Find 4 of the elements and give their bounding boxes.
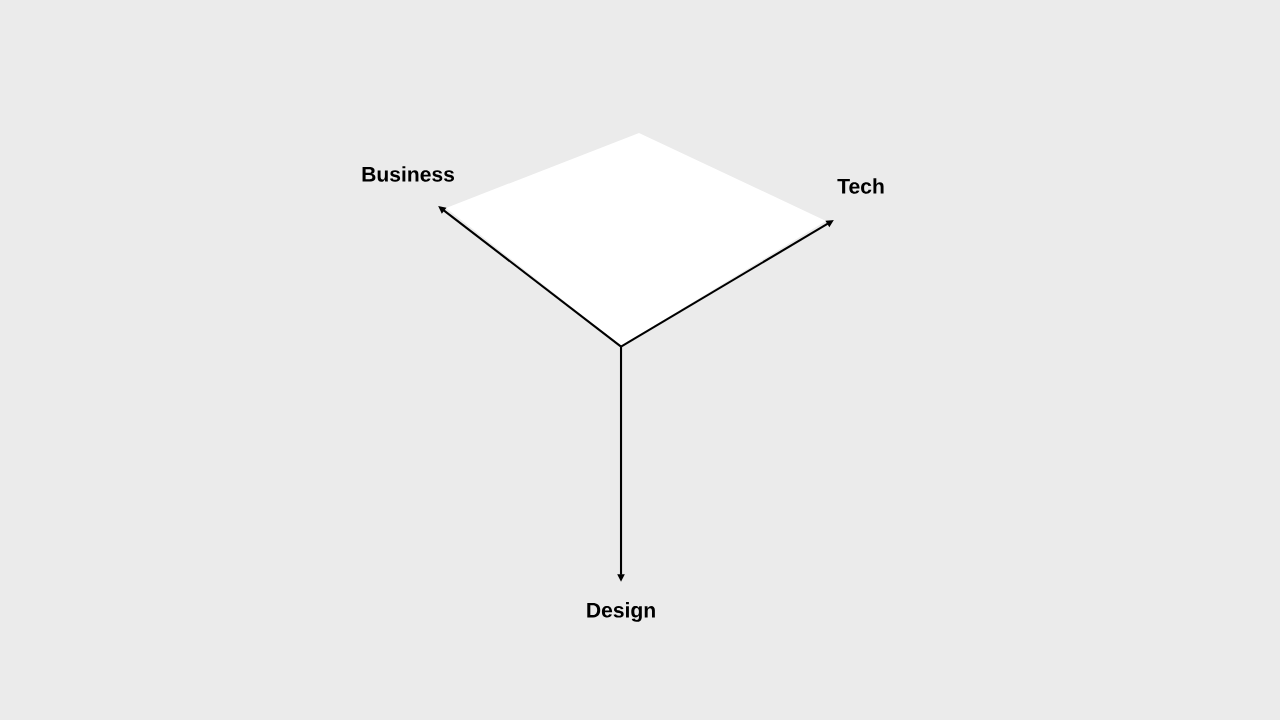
axis-label: Business [362,166,454,182]
axis-arrow [438,206,622,348]
axis-label: Design [587,602,655,622]
axis-label: Tech [837,178,884,194]
